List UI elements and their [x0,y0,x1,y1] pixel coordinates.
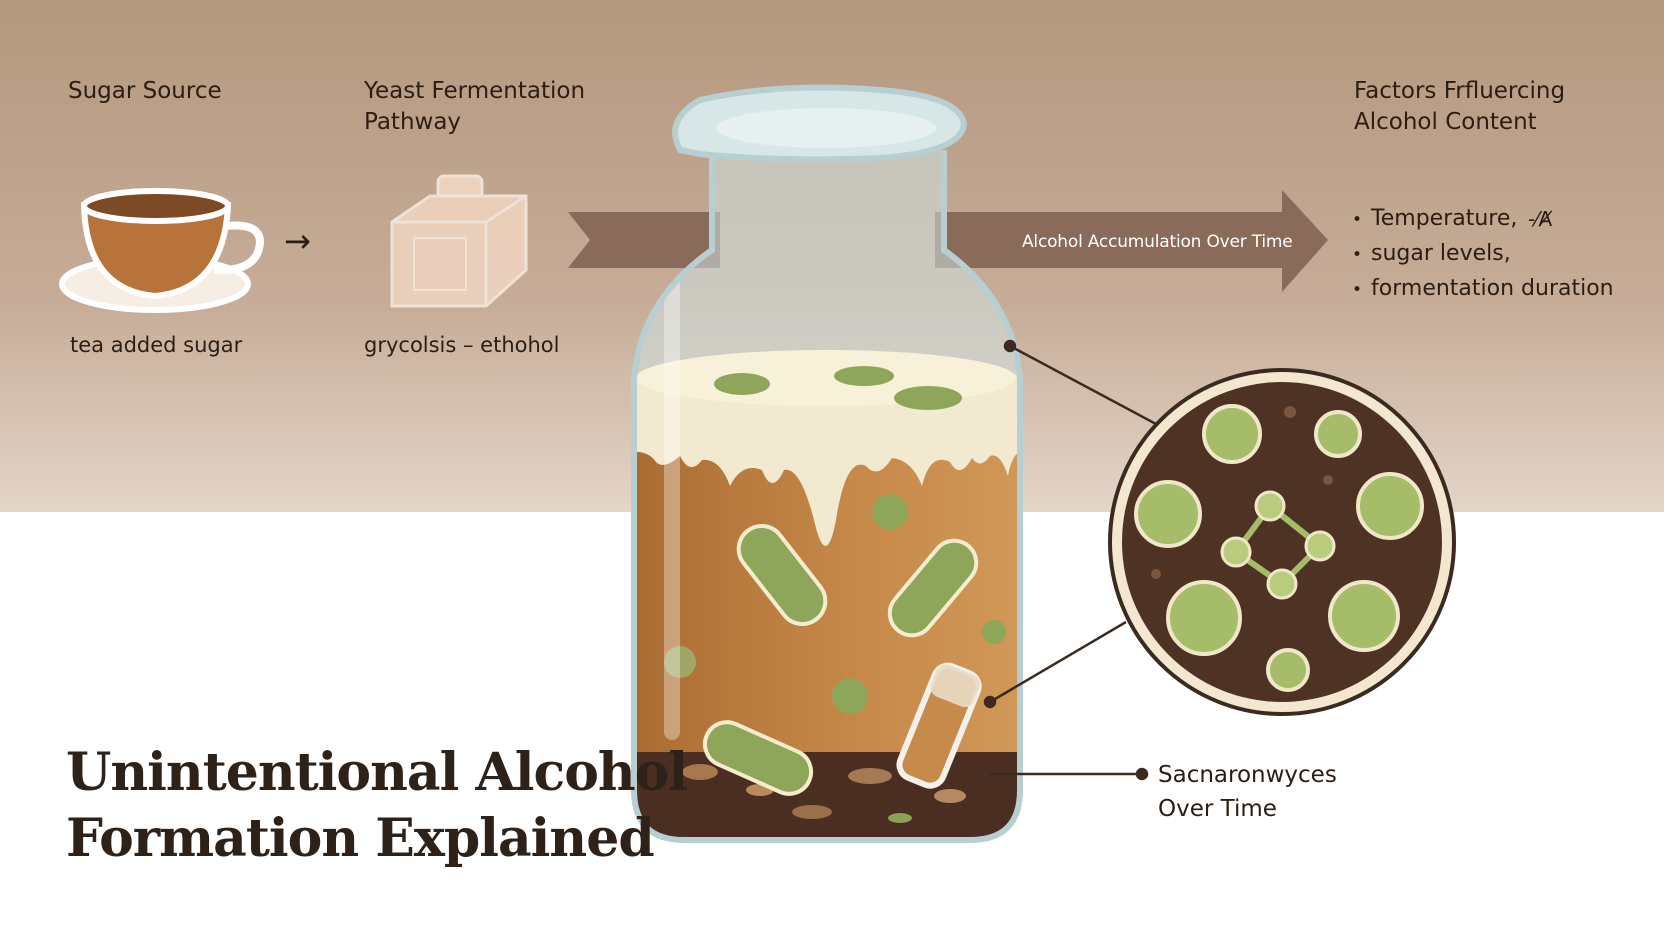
teacup-icon [59,188,264,313]
microbe-callout-line1: Sacnaronwyces [1158,762,1337,788]
page-title: Unintentional Alcohol Formation Explaine… [66,740,688,872]
page-title-line2: Formation Explained [66,808,655,869]
factors-heading: Factors Frfluercing Alcohol Content [1354,76,1565,138]
factor-item: formentation duration [1352,272,1614,307]
page-title-line1: Unintentional Alcohol [66,742,688,803]
sugar-source-caption: tea added sugar [70,333,243,357]
factor-item: Temperature, [1352,202,1614,237]
yeast-pathway-heading: Yeast Fermentation Pathway [364,76,585,138]
callout-lines [983,339,1157,781]
microbe-callout-line2: Over Time [1158,796,1277,822]
accumulation-label: Alcohol Accumulation Over Time [1022,232,1293,252]
magnified-yeast-icon [1108,368,1456,716]
factor-extra-mark: -⁄Ⱥ [1528,207,1553,231]
factors-heading-line2: Alcohol Content [1354,109,1537,135]
bacteria-icon [702,523,979,796]
sugar-cube-icon [390,174,528,308]
yeast-pathway-caption: grycolsis – ethohol [364,333,560,357]
sugar-source-heading: Sugar Source [68,78,222,104]
test-tube-icon [896,662,982,789]
fermentation-jar-icon [631,84,1023,843]
factors-heading-line1: Factors Frfluercing [1354,78,1566,104]
step-arrow-icon: → [284,222,311,260]
accumulation-arrow [568,190,1328,292]
factors-list: Temperature, sugar levels, formentation … [1352,202,1614,307]
factor-item: sugar levels, [1352,237,1614,272]
yeast-pathway-heading-line1: Yeast Fermentation [364,78,586,104]
microbe-callout: Sacnaronwyces Over Time [1158,758,1337,826]
yeast-pathway-heading-line2: Pathway [364,109,462,135]
